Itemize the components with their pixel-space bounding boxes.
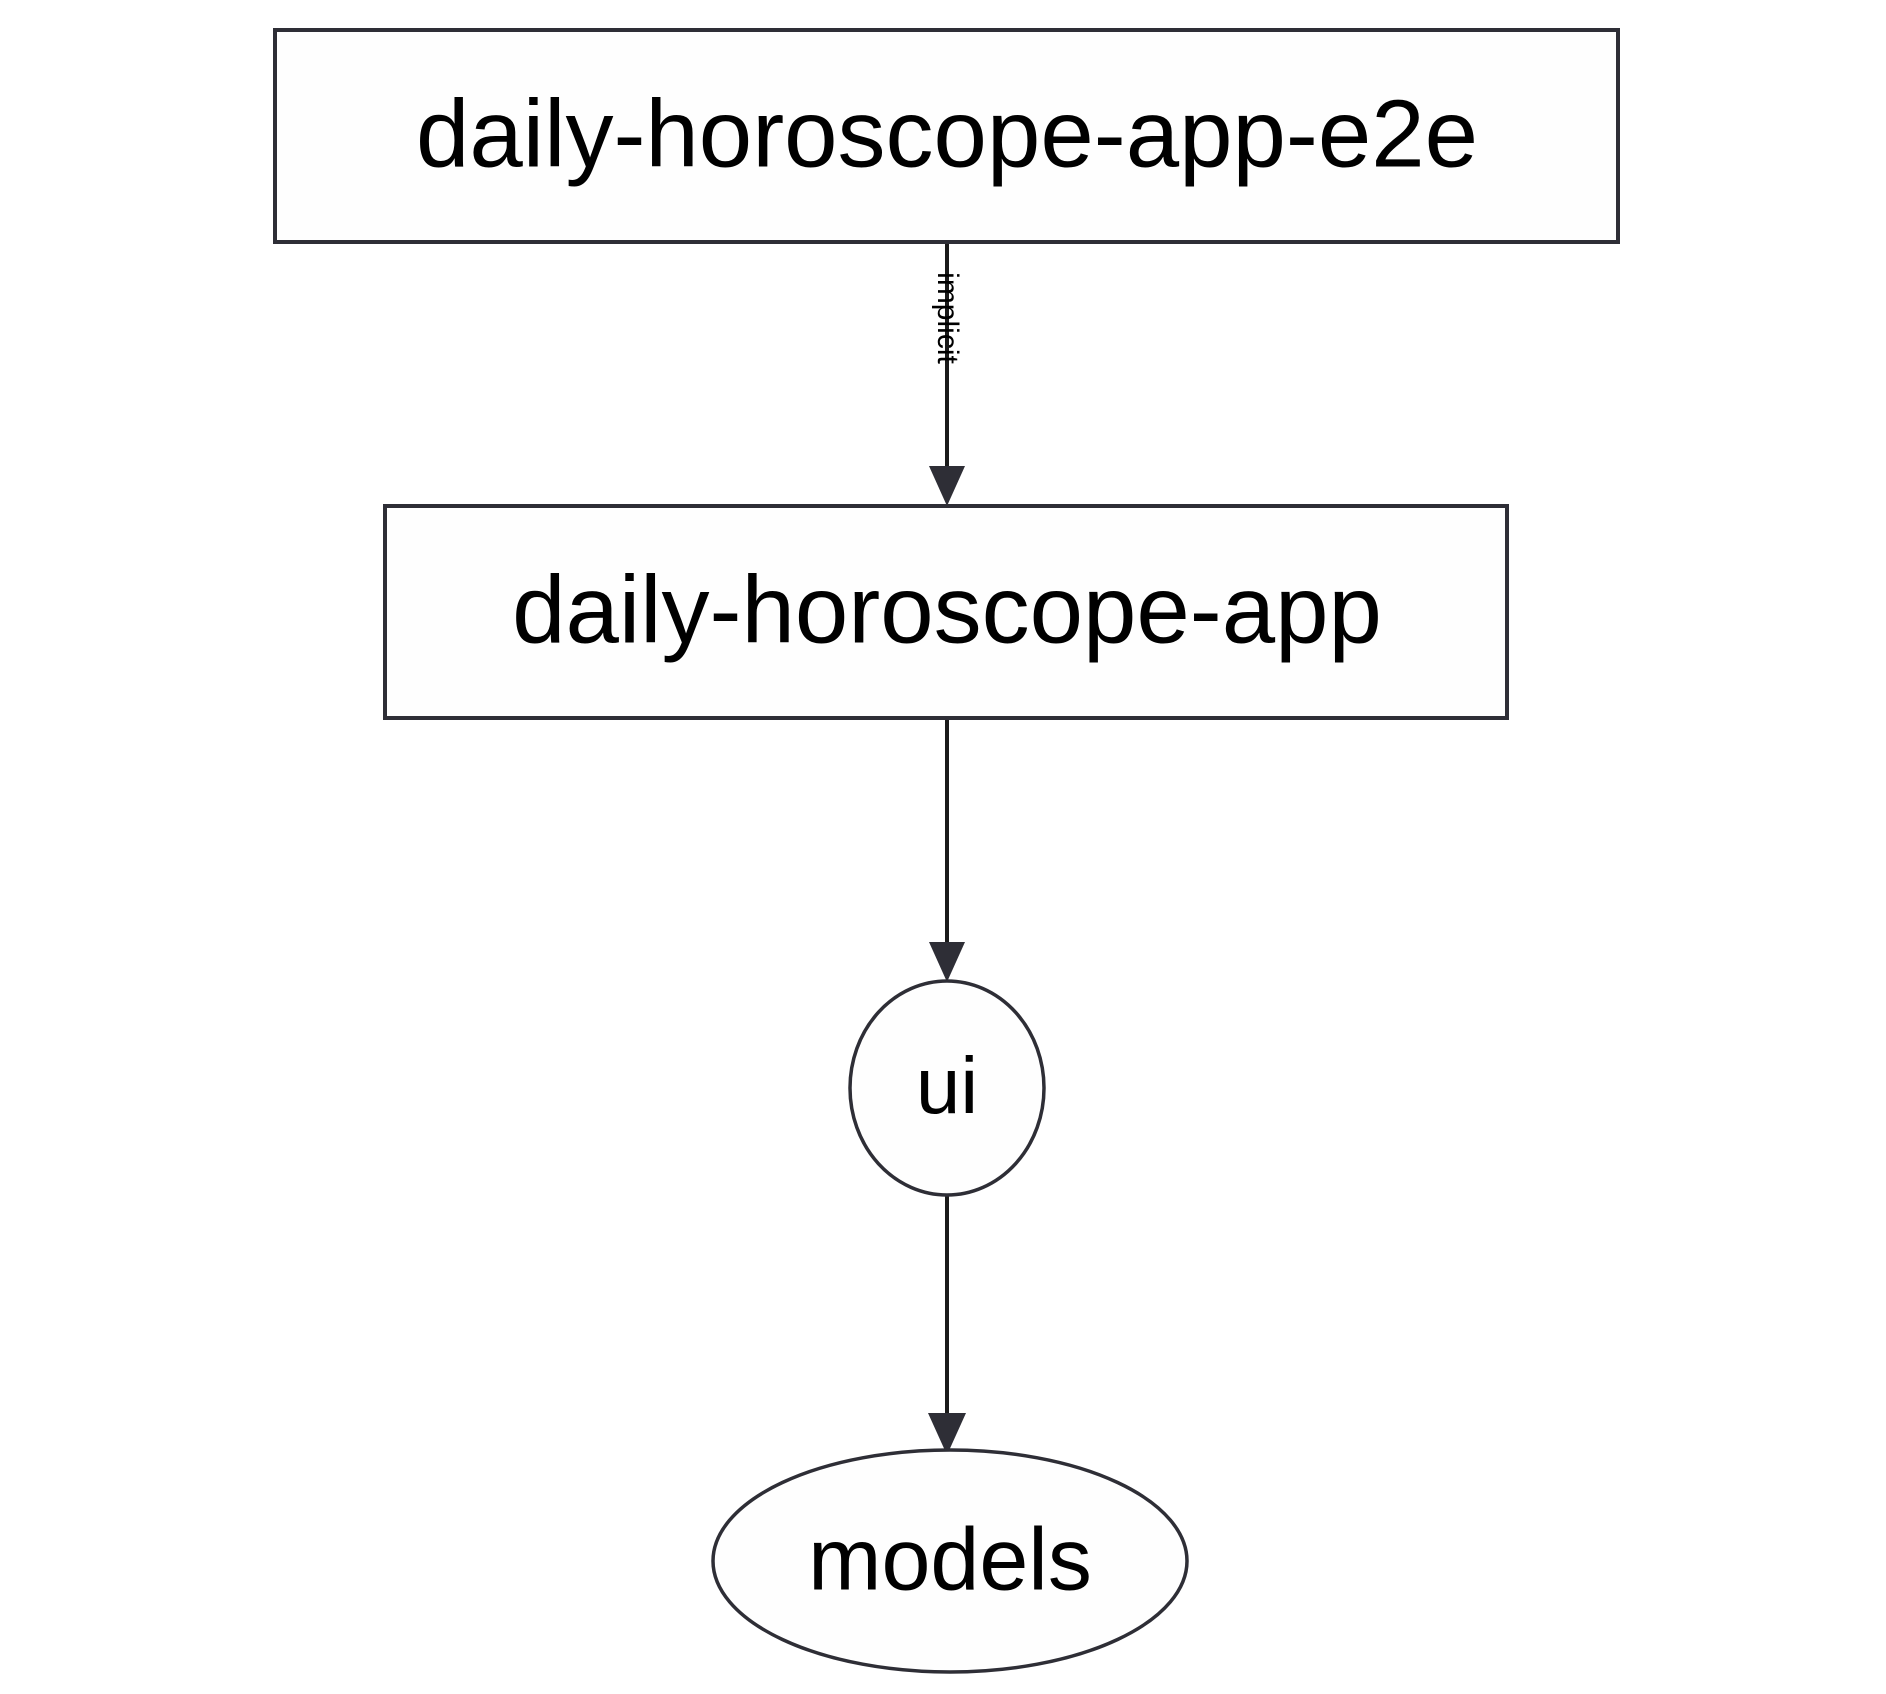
edge-app-to-ui-arrowhead	[929, 942, 965, 982]
node-ui[interactable]: ui	[848, 979, 1046, 1197]
node-daily-horoscope-app-e2e-label: daily-horoscope-app-e2e	[416, 80, 1478, 187]
edge-e2e-to-app: implicit	[929, 243, 965, 506]
edge-app-to-ui	[929, 718, 965, 982]
edge-e2e-to-app-arrowhead	[929, 466, 965, 506]
node-daily-horoscope-app-box[interactable]	[383, 504, 1509, 720]
edge-ui-to-models	[928, 1196, 966, 1455]
node-models-label: models	[808, 1509, 1092, 1608]
edge-label-implicit: implicit	[931, 272, 964, 364]
node-ui-label: ui	[916, 1041, 978, 1130]
node-daily-horoscope-app[interactable]: daily-horoscope-app	[383, 504, 1509, 720]
node-models[interactable]: models	[711, 1448, 1189, 1674]
node-ui-circle[interactable]	[848, 979, 1046, 1197]
node-daily-horoscope-app-label: daily-horoscope-app	[512, 556, 1382, 663]
node-models-ellipse[interactable]	[711, 1448, 1189, 1674]
edge-ui-to-models-arrowhead	[928, 1413, 966, 1455]
node-daily-horoscope-app-e2e-box[interactable]	[273, 28, 1620, 244]
node-daily-horoscope-app-e2e[interactable]: daily-horoscope-app-e2e	[273, 28, 1620, 244]
